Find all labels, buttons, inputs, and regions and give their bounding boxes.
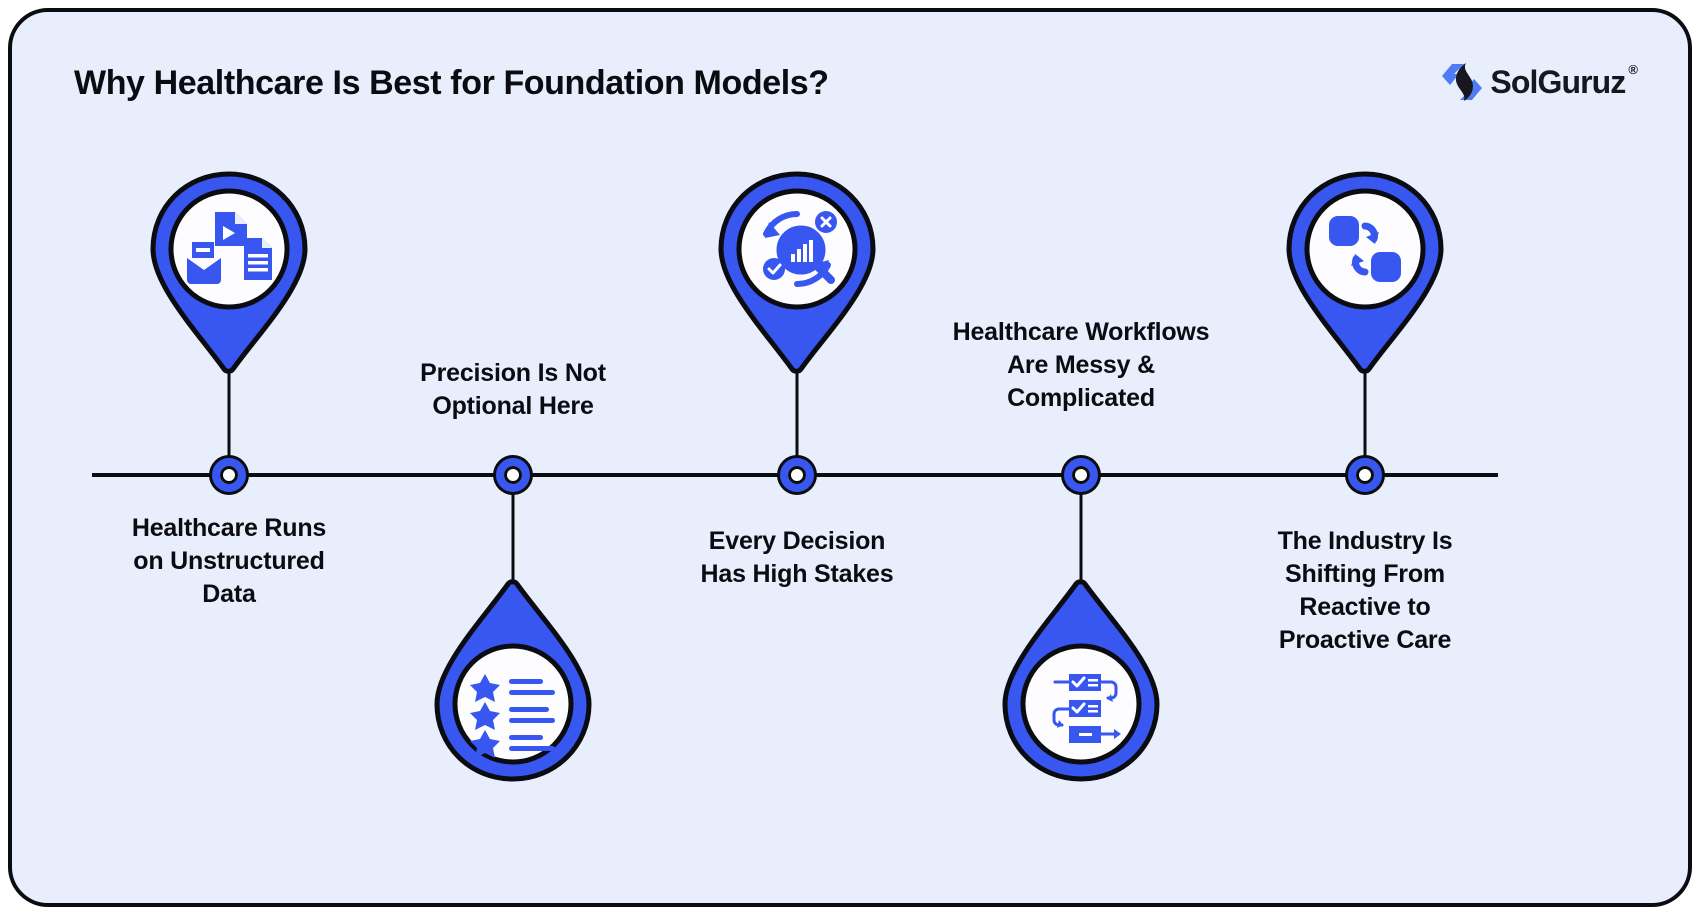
magnifier-bar-chart-analysis-icon <box>763 211 837 288</box>
solguruz-s-monogram-icon <box>1440 60 1484 104</box>
timeline-label-1: Healthcare Runs on Unstructured Data <box>131 514 327 608</box>
connector-1 <box>227 367 231 463</box>
timeline-node-5[interactable] <box>1348 458 1382 492</box>
timeline-label-3: Every Decision Has High Stakes <box>700 527 894 588</box>
star-rating-checklist-icon <box>470 674 555 758</box>
timeline-node-2[interactable] <box>496 458 530 492</box>
pin-5[interactable] <box>1285 170 1445 375</box>
connector-4 <box>1079 484 1083 581</box>
exchange-swap-blocks-icon <box>1329 216 1401 282</box>
connector-3 <box>795 367 799 463</box>
timeline-label-4: Healthcare Workflows Are Messy & Complic… <box>952 318 1210 412</box>
brand-registered-mark: ® <box>1628 62 1638 77</box>
timeline-label-2: Precision Is Not Optional Here <box>420 359 606 420</box>
infographic-card: Why Healthcare Is Best for Foundation Mo… <box>8 8 1692 907</box>
brand-name: SolGuruz <box>1490 64 1626 100</box>
pin-2[interactable] <box>433 578 593 783</box>
timeline-node-1[interactable] <box>212 458 246 492</box>
timeline-node-4[interactable] <box>1064 458 1098 492</box>
timeline-node-3[interactable] <box>780 458 814 492</box>
unstructured-documents-media-icon <box>187 212 272 284</box>
pin-4[interactable] <box>1001 578 1161 783</box>
connector-5 <box>1363 367 1367 463</box>
timeline-label-5: The Industry Is Shifting From Reactive t… <box>1277 527 1453 654</box>
page-title: Why Healthcare Is Best for Foundation Mo… <box>74 64 829 102</box>
workflow-checklist-arrows-icon <box>1052 674 1121 743</box>
connector-2 <box>511 484 515 581</box>
brand-logo: SolGuruz ® <box>1440 60 1638 104</box>
pin-1[interactable] <box>149 170 309 375</box>
pin-3[interactable] <box>717 170 877 375</box>
